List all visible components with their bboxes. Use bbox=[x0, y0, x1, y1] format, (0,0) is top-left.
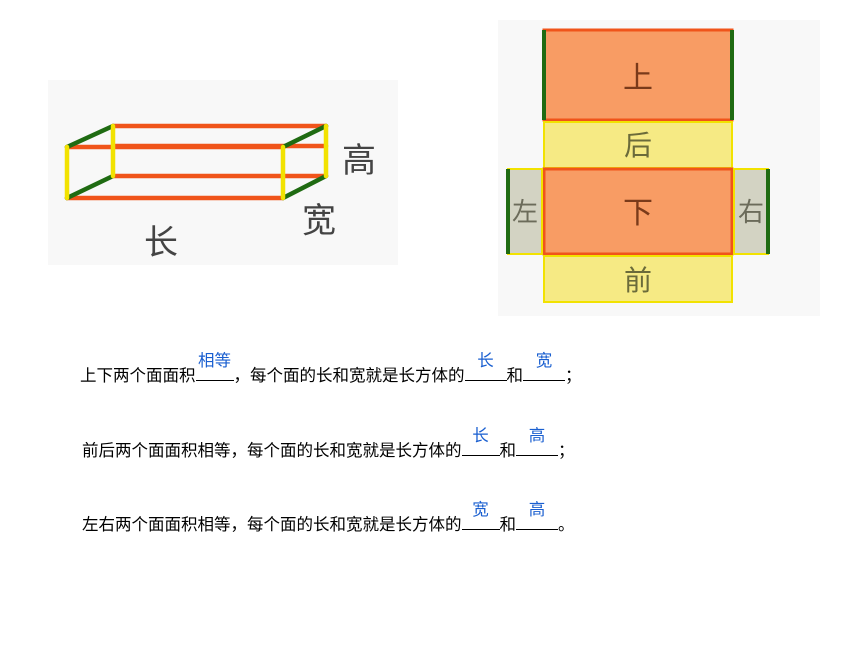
face-right bbox=[733, 168, 769, 255]
answer-text: 高 bbox=[528, 426, 546, 445]
sentence-text: 左右两个面面积相等，每个面的长和宽就是长方体的 bbox=[82, 515, 462, 534]
face-left bbox=[507, 168, 543, 255]
answer-text: 长 bbox=[472, 426, 489, 445]
face-front-label: 前 bbox=[624, 264, 652, 297]
face-bottom bbox=[542, 167, 734, 256]
answer-blank[interactable]: 宽 bbox=[461, 500, 500, 530]
sentence-text: 上下两个面面积 bbox=[80, 366, 196, 385]
sentence-text: 和 bbox=[499, 515, 517, 534]
answer-blank[interactable]: 高 bbox=[516, 500, 558, 530]
sentence-front-back: 前后两个面面积相等，每个面的长和宽就是长方体的长和高 ； bbox=[82, 426, 575, 461]
answer-text: 相等 bbox=[198, 351, 231, 370]
face-left-label: 左 bbox=[512, 198, 538, 228]
cuboid-svg: 高 宽 长 bbox=[64, 123, 376, 263]
face-top-label: 上 bbox=[623, 61, 653, 96]
height-label: 高 bbox=[342, 141, 376, 181]
face-front bbox=[543, 255, 733, 303]
sentence-text: ； bbox=[565, 366, 582, 385]
width-edge-right-bottom bbox=[280, 173, 329, 201]
sentence-text: 前后两个面面积相等，每个面的长和宽就是长方体的 bbox=[82, 441, 462, 460]
answer-text: 宽 bbox=[535, 351, 553, 370]
width-edge-right-top bbox=[280, 123, 329, 150]
sentence-text: 和 bbox=[506, 366, 524, 385]
answer-text: 宽 bbox=[472, 500, 489, 519]
width-label: 宽 bbox=[302, 201, 336, 241]
answer-blank[interactable]: 宽 bbox=[523, 351, 565, 381]
sentence-left-right: 左右两个面面积相等，每个面的长和宽就是长方体的宽和高。 bbox=[82, 500, 575, 535]
face-back-label: 后 bbox=[624, 129, 652, 162]
answer-blank[interactable]: 长 bbox=[464, 351, 507, 381]
face-bottom-label: 下 bbox=[623, 196, 653, 231]
face-back bbox=[543, 121, 733, 169]
sentence-text: 。 bbox=[558, 515, 575, 534]
answer-blank[interactable]: 长 bbox=[461, 426, 500, 456]
sentence-text: ，每个面的长和宽就是长方体的 bbox=[233, 366, 465, 385]
answer-text: 高 bbox=[528, 500, 546, 519]
sentence-text: ； bbox=[558, 441, 575, 460]
sentence-text: 和 bbox=[499, 441, 517, 460]
face-right-label: 右 bbox=[738, 198, 764, 228]
cuboid-net-diagram: 上 后 下 前 左 右 bbox=[498, 20, 820, 316]
sentence-top-bottom: 上下两个面面积相等，每个面的长和宽就是长方体的长和宽 ； bbox=[80, 351, 582, 386]
cuboid-diagram: 高 宽 长 bbox=[48, 80, 398, 265]
length-label: 长 bbox=[144, 223, 178, 263]
answer-blank[interactable]: 高 bbox=[516, 426, 558, 456]
width-edge-left-top bbox=[64, 123, 116, 150]
net-svg: 上 后 下 前 左 右 bbox=[506, 28, 770, 303]
width-edge-left-bottom bbox=[64, 173, 116, 201]
answer-blank[interactable]: 相等 bbox=[195, 351, 234, 381]
answer-text: 长 bbox=[477, 351, 494, 370]
